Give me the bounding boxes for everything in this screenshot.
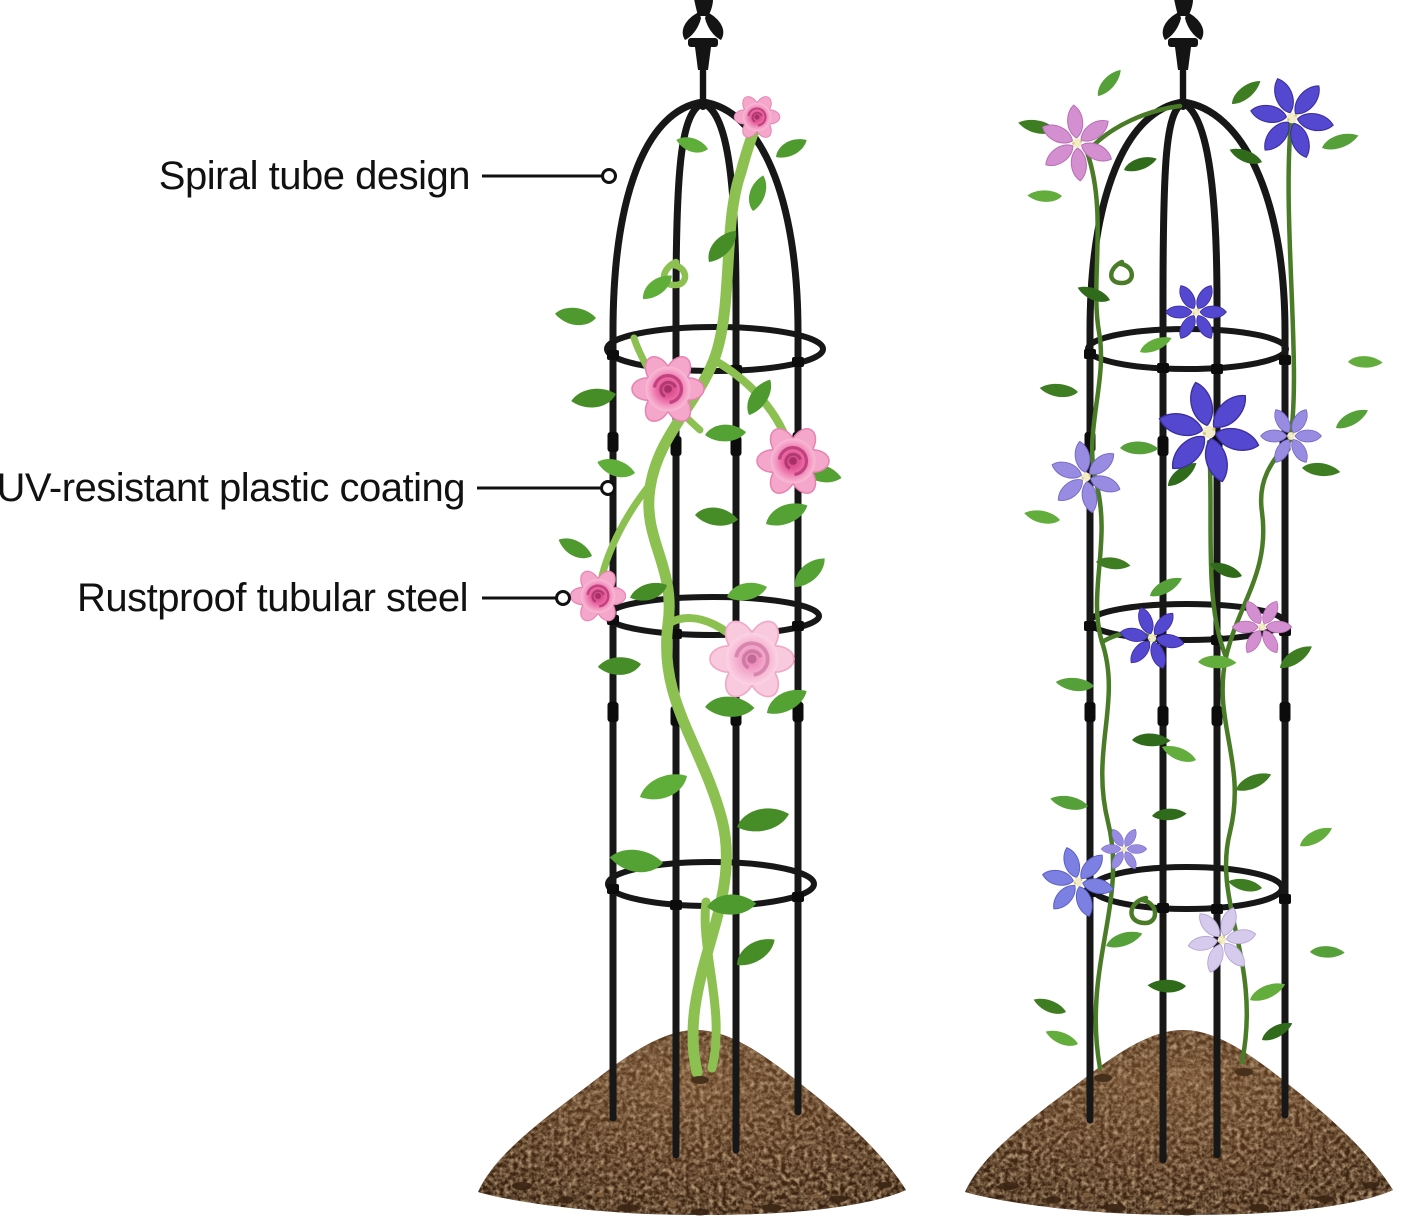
finial-icon (1162, 0, 1204, 110)
dome-arc (1159, 99, 1187, 306)
ring (604, 594, 822, 638)
label-spiral-tube-design: Spiral tube design (158, 154, 471, 198)
clematis-flower (1100, 826, 1148, 872)
clematis-vine (1084, 103, 1297, 1071)
dome-arc (1179, 98, 1289, 336)
label-rustproof-tubular-steel: Rustproof tubular steel (77, 576, 468, 620)
clematis-flowers (1026, 70, 1341, 979)
soil-mound-right (965, 1030, 1393, 1216)
callout-dot-uv (600, 480, 616, 496)
soil-crumb (1094, 1074, 1112, 1082)
dome-arc (672, 99, 707, 306)
dome-arc (699, 98, 802, 336)
dome-arc (1179, 99, 1221, 306)
callout-dot-spiral (601, 168, 617, 184)
callout-dot-rust (555, 590, 571, 606)
soil-mound-left (478, 1030, 906, 1216)
callout-lines (477, 168, 617, 606)
dome-arc (609, 98, 707, 336)
dome-apex (698, 99, 708, 109)
rose-trellis (478, 0, 906, 1216)
clematis-trellis (965, 0, 1393, 1216)
finial-icon (682, 0, 724, 110)
soil-crumb (1235, 1068, 1253, 1076)
soil-crumb (691, 1076, 709, 1084)
label-uv-resistant-plastic-coating: UV-resistant plastic coating (0, 466, 466, 510)
dome-arc (699, 99, 740, 306)
clematis-leaves (1016, 67, 1384, 1052)
clematis-flower (1114, 601, 1190, 675)
